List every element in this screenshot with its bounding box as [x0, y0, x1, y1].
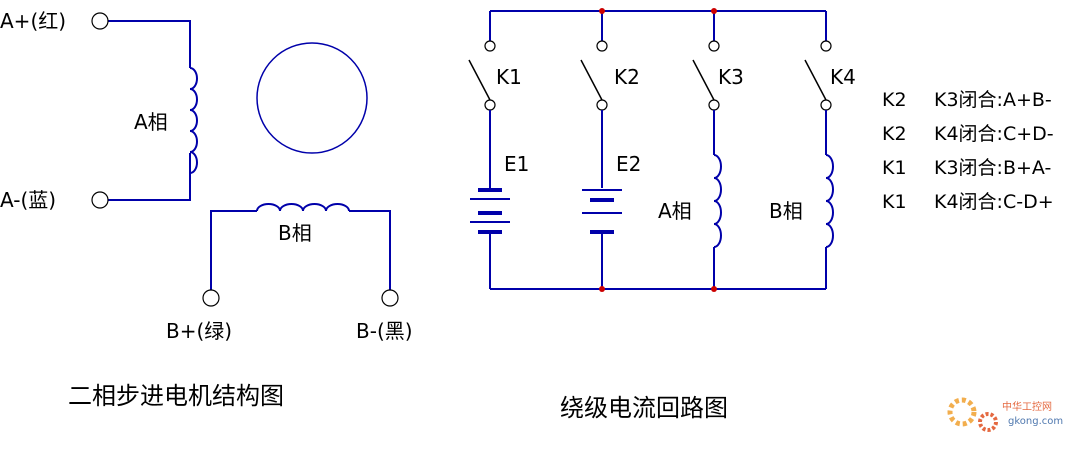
table-row-4-switch: K1	[882, 191, 907, 213]
table-row-2-result: K4闭合:C+D-	[934, 123, 1054, 145]
motor-structure: A+(红) A-(蓝) A相 B相 B+(绿) B-(黑) 二相步进电机结构图	[0, 9, 413, 410]
table-row-2-switch: K2	[882, 123, 907, 145]
gear-icon	[978, 412, 998, 432]
motor-caption: 二相步进电机结构图	[68, 382, 284, 410]
b-phase-wire-left	[210, 210, 257, 290]
label-k4: K4	[830, 65, 856, 89]
label-k1: K1	[496, 65, 522, 89]
branch-k1-e1	[468, 11, 510, 289]
a-phase-wire-bottom	[108, 153, 191, 201]
junction-dot	[599, 286, 605, 292]
circuit-coil-a	[713, 154, 722, 248]
switch-contact-top	[484, 40, 496, 52]
branch-k3-coil-a	[692, 11, 722, 289]
current-loop-circuit: K1 K2 K3 K4 E1 E2 A相 B相 绕级电流回路图	[468, 8, 856, 422]
terminal-a-plus	[91, 12, 109, 30]
switch-contact-bottom	[820, 99, 832, 111]
table-row-3-switch: K1	[882, 157, 907, 179]
label-a-minus: A-(蓝)	[0, 188, 56, 212]
rotor-circle	[256, 42, 368, 154]
switch-k2-blade	[580, 59, 603, 101]
circuit-caption: 绕级电流回路图	[560, 394, 728, 422]
watermark-url: gkong.com	[1008, 416, 1063, 427]
label-e1: E1	[504, 152, 529, 176]
switch-contact-top	[820, 40, 832, 52]
a-phase-wire-top	[108, 20, 191, 68]
switch-contact-top	[708, 40, 720, 52]
circuit-coil-b	[825, 154, 834, 248]
junction-dot	[711, 286, 717, 292]
switch-contact-bottom	[708, 99, 720, 111]
terminal-b-minus	[381, 289, 399, 307]
table-row-1-switch: K2	[882, 89, 907, 111]
switch-k1-blade	[468, 59, 491, 101]
table-row-1-result: K3闭合:A+B-	[934, 89, 1052, 111]
terminal-a-minus	[91, 191, 109, 209]
switch-k4-blade	[804, 59, 827, 101]
switch-contact-bottom	[596, 99, 608, 111]
junction-dot	[711, 8, 717, 14]
label-b-plus: B+(绿)	[166, 319, 232, 343]
switch-k3-blade	[692, 59, 715, 101]
label-coil-a: A相	[658, 199, 692, 223]
switch-contact-top	[596, 40, 608, 52]
table-row-4-result: K4闭合:C-D+	[934, 191, 1054, 213]
switch-table: K2 K3闭合:A+B- K2 K4闭合:C+D- K1 K3闭合:B+A- K…	[882, 89, 1054, 213]
branch-k2-e2	[580, 11, 622, 289]
label-b-minus: B-(黑)	[356, 319, 413, 343]
a-phase-coil	[189, 67, 198, 174]
terminal-b-plus	[202, 289, 220, 307]
label-phase-a: A相	[134, 110, 168, 134]
label-a-plus: A+(红)	[0, 9, 66, 33]
b-phase-coil	[256, 203, 350, 212]
label-phase-b: B相	[278, 221, 312, 245]
gear-icon	[947, 397, 977, 427]
watermark-brand: 中华工控网	[1002, 400, 1052, 413]
label-coil-b: B相	[769, 199, 803, 223]
label-k2: K2	[614, 65, 640, 89]
junction-dot	[599, 8, 605, 14]
b-phase-wire-right	[349, 210, 391, 290]
label-e2: E2	[616, 152, 641, 176]
table-row-3-result: K3闭合:B+A-	[934, 157, 1051, 179]
switch-contact-bottom	[484, 99, 496, 111]
label-k3: K3	[718, 65, 744, 89]
branch-k4-coil-b	[804, 11, 834, 289]
watermark: 中华工控网 gkong.com	[947, 397, 1063, 432]
